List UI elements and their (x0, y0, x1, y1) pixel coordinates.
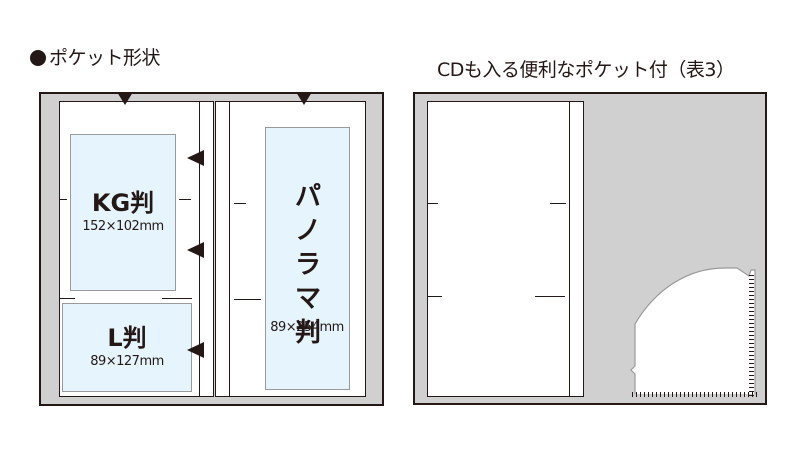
left-album-spine-right (215, 101, 230, 397)
insert-arrow-down-icon (117, 92, 133, 105)
pocket-mark (60, 298, 75, 299)
insert-arrow-left-icon (187, 342, 204, 358)
pocket-mark (234, 203, 246, 204)
insert-arrow-left-icon (187, 242, 204, 258)
pocket-mark (550, 203, 566, 204)
pocket-mark (535, 296, 565, 297)
cd-pocket-heading: CDも入る便利なポケット付（表3） (437, 59, 735, 81)
insert-arrow-down-icon (296, 92, 312, 105)
l-pocket-size: 89×127mm (90, 354, 164, 369)
pocket-shape-heading: ポケット形状 (30, 43, 161, 70)
pocket-mark (60, 199, 67, 200)
cd-pocket (630, 267, 756, 394)
pocket-mark (428, 296, 442, 297)
pocket-edge-stitching-side (749, 275, 754, 396)
l-pocket (62, 303, 192, 392)
kg-pocket-name: KG判 (91, 189, 155, 217)
right-album-spine (569, 101, 584, 397)
panorama-pocket (265, 127, 350, 390)
pocket-edge-stitching (632, 392, 760, 397)
right-album-page (427, 101, 570, 397)
l-pocket-name: L判 (107, 324, 147, 352)
pocket-mark (179, 199, 191, 200)
pocket-mark (234, 299, 261, 300)
panorama-pocket-size: 89×254mm (270, 320, 344, 335)
pocket-mark (428, 203, 438, 204)
kg-pocket-size: 152×102mm (82, 219, 164, 234)
pocket-shape-heading-text: ポケット形状 (49, 47, 161, 69)
insert-arrow-left-icon (187, 150, 204, 166)
pocket-mark (162, 298, 192, 299)
panorama-pocket-name: パノラマ判 (294, 182, 321, 348)
kg-pocket (70, 134, 176, 291)
bullet-icon (30, 50, 46, 66)
